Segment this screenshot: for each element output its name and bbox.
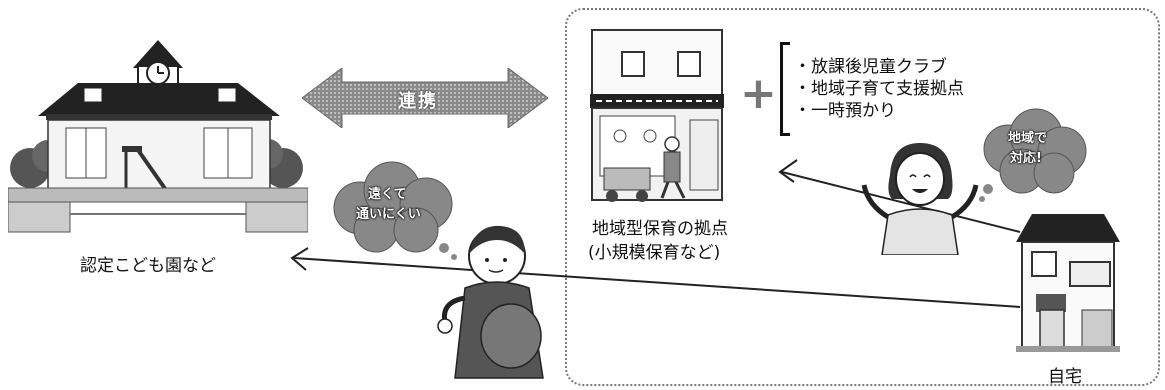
commute-line-far: [293, 257, 1021, 308]
home-label: 自宅: [1048, 367, 1082, 387]
cooperation-double-arrow: [302, 68, 548, 128]
happy-parent-illustration: [861, 143, 979, 255]
service-item-afterschool-club: ・放課後児童クラブ: [794, 57, 947, 77]
arrowhead-far: [290, 247, 309, 271]
local-hub-label-line2: (小規模保育など): [588, 243, 721, 263]
pregnant-parent-illustration: [437, 225, 544, 379]
thought-local-line2: 対応!: [1010, 151, 1042, 166]
home-house-illustration: [1016, 214, 1120, 352]
service-item-temporary-care: ・一時預かり: [794, 101, 896, 121]
thought-far-line1: 遠くて: [368, 187, 407, 202]
cooperation-label: 連携: [398, 91, 438, 112]
kodomoen-building-illustration: [8, 40, 308, 233]
thought-cloud-far: [333, 161, 457, 260]
thought-cloud-local: [979, 108, 1087, 202]
commute-line-local: [781, 171, 1021, 233]
thought-local-line1: 地域で: [1008, 131, 1048, 146]
kodomoen-label: 認定こども園など: [80, 256, 216, 276]
services-list: ・放課後児童クラブ ・地域子育て支援拠点 ・一時預かり: [794, 56, 964, 122]
local-nursery-hub-illustration: [590, 29, 724, 202]
local-area-region: [565, 8, 1160, 386]
plus-sign: +: [740, 68, 777, 119]
services-bracket: [780, 42, 790, 136]
thought-far-line2: 通いにくい: [356, 207, 421, 222]
arrowhead-local: [778, 159, 798, 183]
service-item-childcare-support-hub: ・地域子育て支援拠点: [794, 79, 964, 99]
local-hub-label-line1: 地域型保育の拠点: [592, 219, 728, 239]
